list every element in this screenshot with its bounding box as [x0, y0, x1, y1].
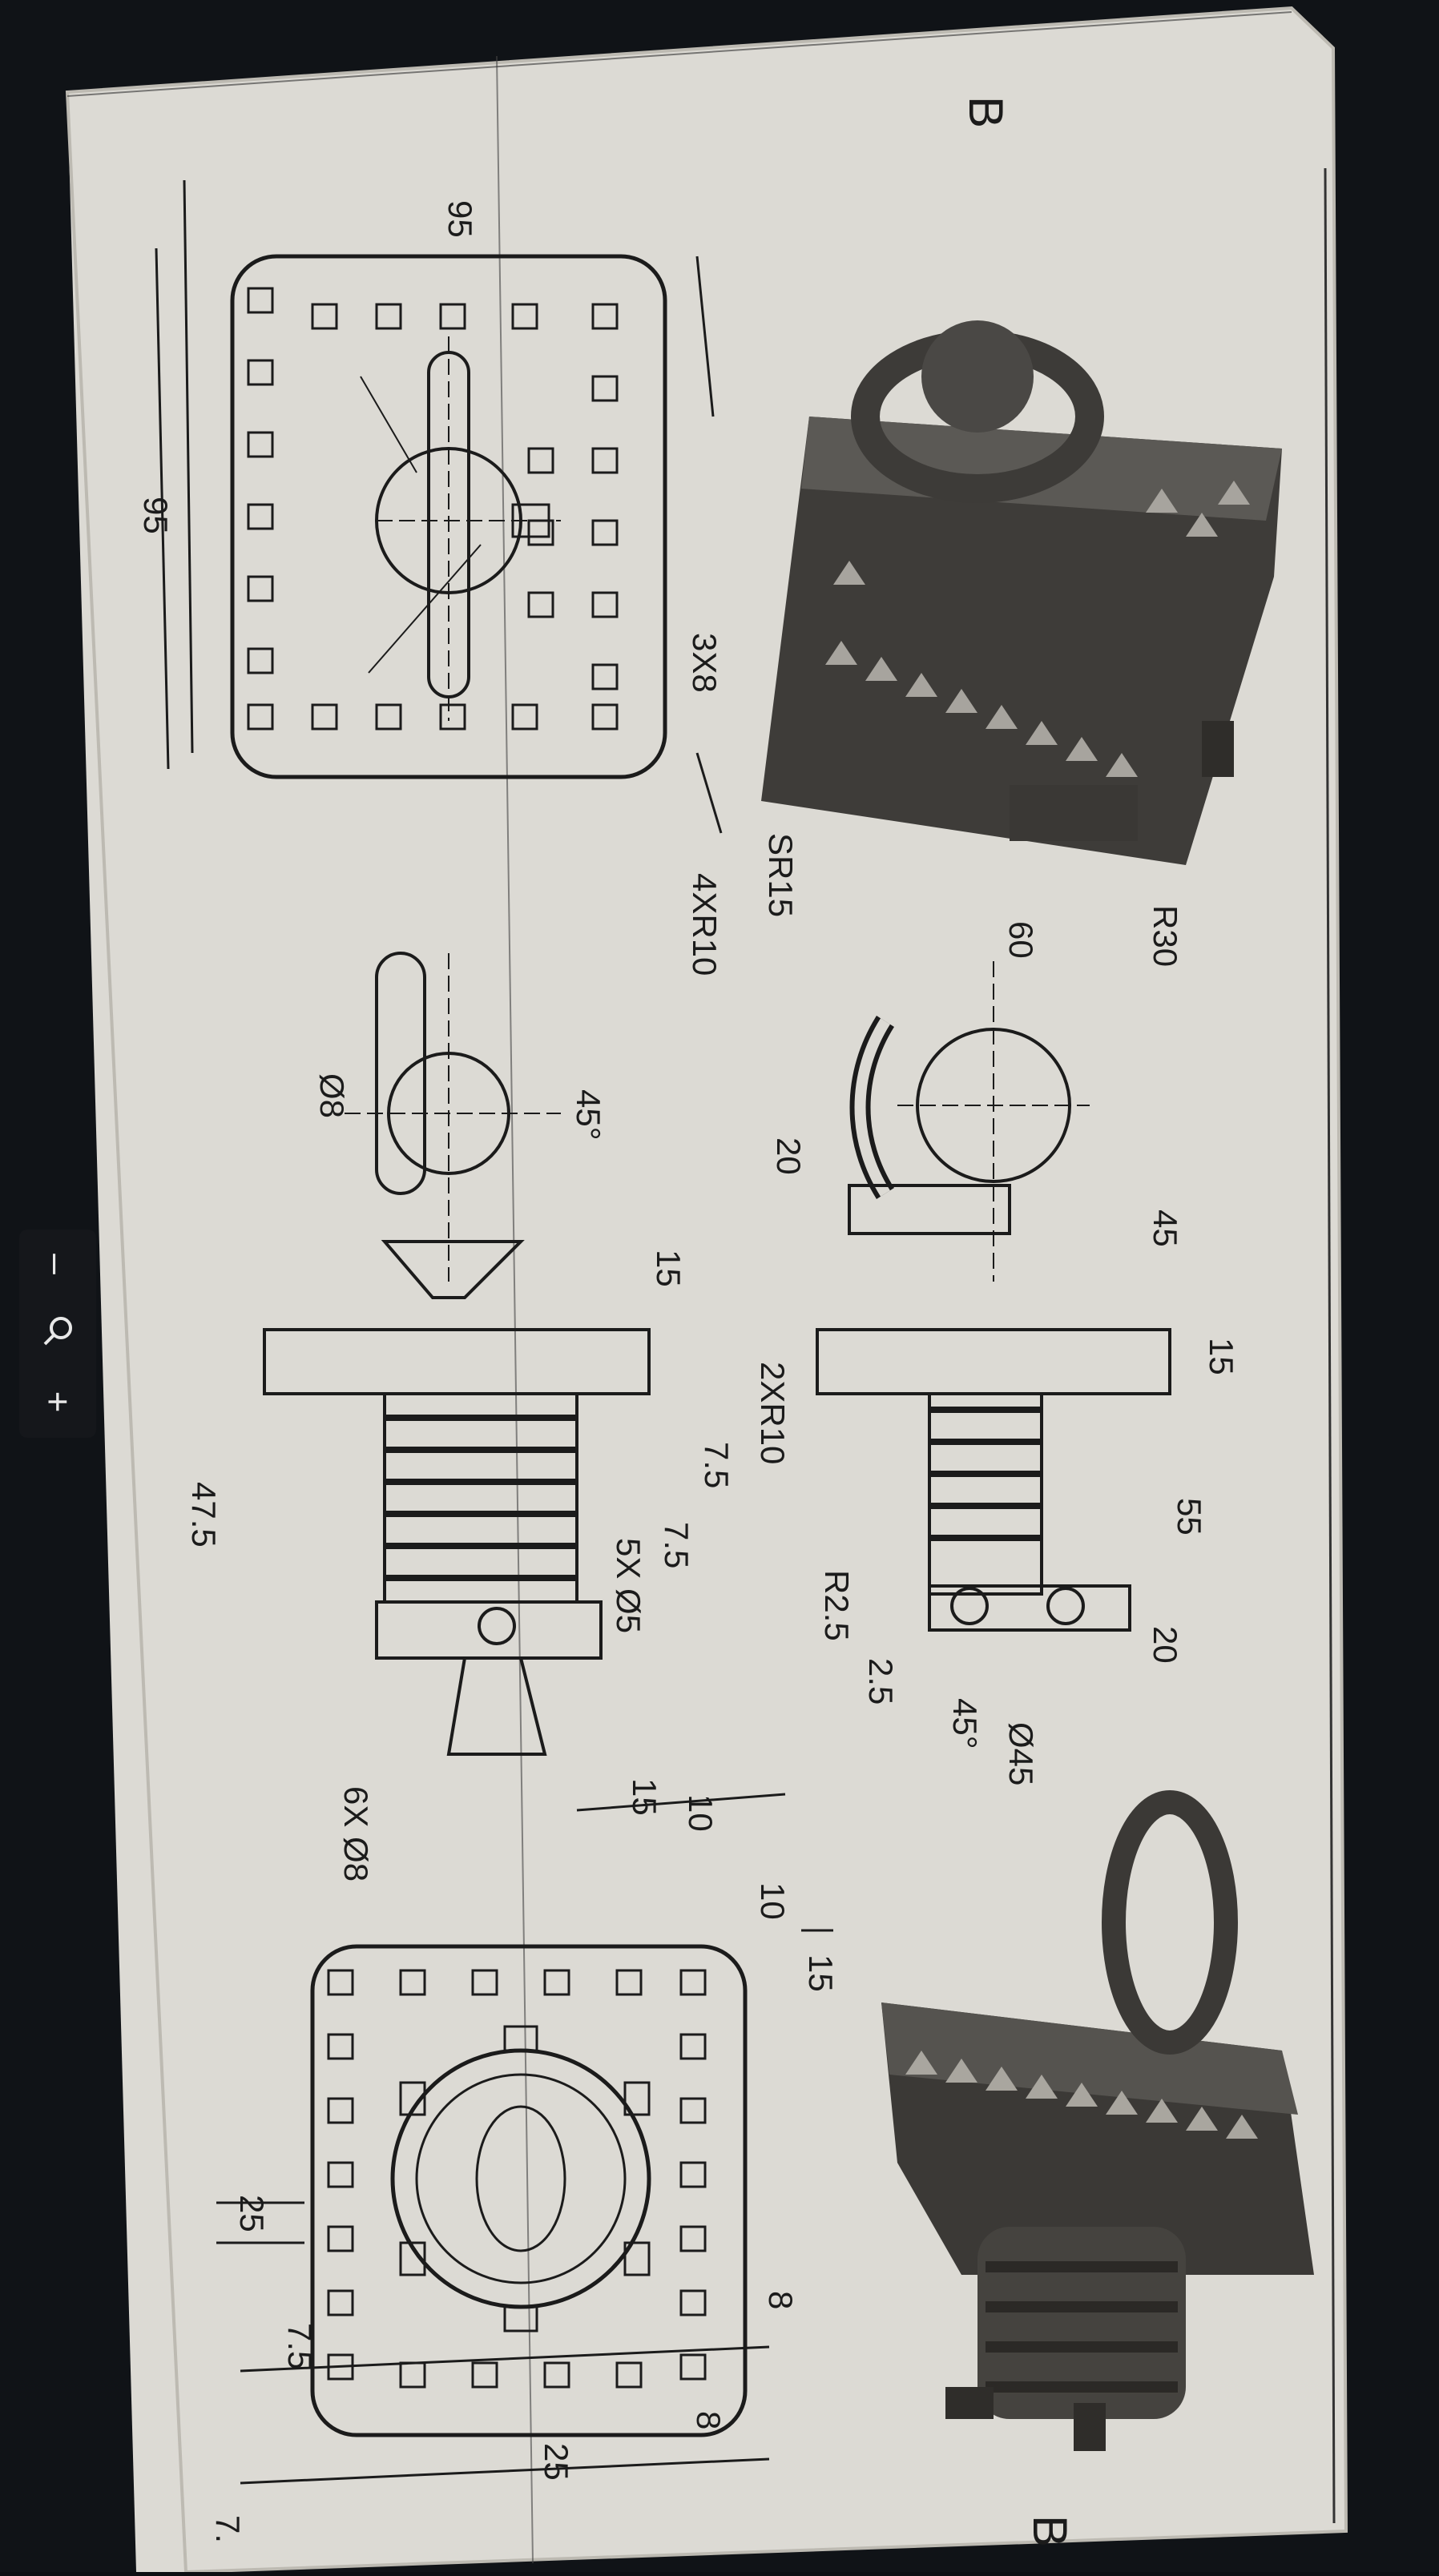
- plate-view-top: [230, 254, 667, 779]
- zoom-out-button[interactable]: –: [19, 1236, 96, 1292]
- dim-7-5-a: 7.5: [698, 1442, 736, 1488]
- dim-4xr10: 4XR10: [686, 873, 724, 976]
- dim-r2-5: R2.5: [818, 1570, 856, 1641]
- dim-95-a: 95: [441, 200, 479, 238]
- zoom-icon[interactable]: [19, 1303, 96, 1359]
- dim-5x-phi5: 5X Ø5: [610, 1538, 647, 1633]
- dim-10-b: 10: [754, 1882, 792, 1920]
- dim-15-c: 15: [802, 1954, 840, 1992]
- dim-7-edge: 7.: [209, 2515, 247, 2543]
- dim-20: 20: [770, 1137, 808, 1175]
- part-photo-bottom: [881, 1790, 1314, 2451]
- zoom-toolbar: – +: [19, 1230, 96, 1438]
- magnifier-icon: [43, 1317, 72, 1346]
- zoom-out-label: –: [37, 1254, 79, 1274]
- dim-r30: R30: [1147, 905, 1184, 967]
- plate-dimension-lines: [155, 179, 723, 834]
- dim-25-a: 25: [233, 2195, 271, 2232]
- dim-45: 45: [1147, 1210, 1184, 1247]
- dim-45deg-mid: 45°: [570, 1089, 607, 1141]
- dim-8-a: 8: [762, 2291, 800, 2309]
- dim-60: 60: [1002, 921, 1040, 959]
- dim-3x8: 3X8: [686, 633, 724, 693]
- dim-10-a: 10: [682, 1794, 720, 1832]
- dim-7-5-b: 7.5: [658, 1522, 695, 1568]
- side-view-middle: [263, 952, 651, 1756]
- side-view-top: [816, 961, 1171, 1632]
- dim-7-5-c: 7.5: [281, 2323, 319, 2369]
- dim-20-right: 20: [1147, 1626, 1184, 1664]
- dim-6x-phi8: 6X Ø8: [337, 1786, 375, 1882]
- bottom-dimension-lines: [216, 1793, 833, 2485]
- dim-sr15: SR15: [762, 833, 800, 917]
- dim-15-mid: 15: [650, 1250, 687, 1287]
- dim-45deg-top: 45°: [946, 1698, 984, 1749]
- dim-phi8: Ø8: [313, 1073, 351, 1118]
- zoom-in-button[interactable]: +: [19, 1374, 96, 1430]
- section-label-b-bottom: B: [1023, 2515, 1077, 2547]
- dim-47-5: 47.5: [185, 1482, 223, 1548]
- plate-view-bottom: [310, 1944, 748, 2437]
- dim-2xr10: 2XR10: [754, 1362, 792, 1464]
- dim-2-5: 2.5: [862, 1658, 900, 1705]
- section-label-b-top: B: [959, 96, 1013, 128]
- dim-15-top: 15: [1203, 1338, 1240, 1375]
- dim-25-b: 25: [538, 2443, 575, 2481]
- part-photo-top: [761, 320, 1282, 865]
- zoom-in-label: +: [37, 1391, 79, 1413]
- dim-55: 55: [1171, 1498, 1208, 1536]
- dim-15-b: 15: [626, 1778, 663, 1816]
- dim-8-b: 8: [690, 2411, 728, 2429]
- dim-95-b: 95: [137, 497, 175, 534]
- dim-phi45: Ø45: [1002, 1722, 1040, 1785]
